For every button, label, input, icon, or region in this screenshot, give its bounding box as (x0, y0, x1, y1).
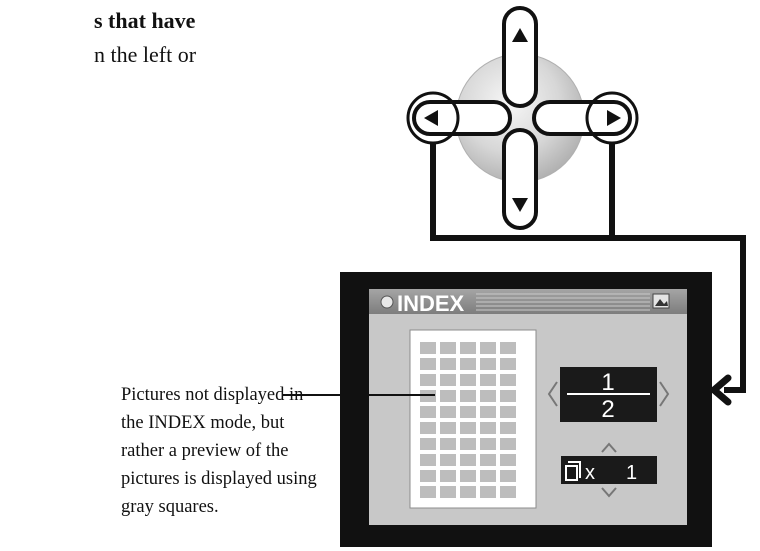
connector-lines (430, 143, 746, 393)
gray-square (500, 342, 516, 354)
mode-dot-icon (380, 295, 394, 309)
gray-square (480, 438, 496, 450)
gray-square (480, 390, 496, 402)
gray-square (420, 486, 436, 498)
lcd-screen: INDEX 1 2 x 1 (340, 272, 712, 547)
intro-line-2: n the left or (94, 42, 197, 67)
down-arm (502, 128, 538, 230)
gray-square (500, 486, 516, 498)
gray-square (440, 390, 456, 402)
intro-text: s that have n the left or (94, 4, 196, 72)
gray-square (460, 342, 476, 354)
caption-line-3: rather a preview of the (121, 441, 289, 461)
gray-square (460, 390, 476, 402)
gray-square (480, 454, 496, 466)
gray-square (460, 486, 476, 498)
gray-square (440, 438, 456, 450)
gray-square (500, 438, 516, 450)
gray-square (480, 486, 496, 498)
gray-square (420, 374, 436, 386)
caption-line-5: gray squares. (121, 497, 219, 517)
gray-square (440, 406, 456, 418)
caption-line-1: Pictures not displayed in (121, 385, 304, 405)
gray-square (440, 358, 456, 370)
gray-square (420, 342, 436, 354)
image-mode-icon (652, 293, 670, 309)
gray-square (440, 486, 456, 498)
gray-square (460, 406, 476, 418)
gray-square (500, 454, 516, 466)
caption-text: Pictures not displayed in the INDEX mode… (121, 381, 336, 521)
gray-square (500, 422, 516, 434)
gray-square-grid (420, 342, 516, 498)
caption-line-4: pictures is displayed using (121, 469, 317, 489)
counter-right-chevron-icon (659, 381, 670, 407)
bold-return-arrow-icon (710, 374, 732, 406)
frame-counter: 1 2 (547, 367, 670, 423)
copies-icon (565, 461, 581, 481)
caption-line-2: the INDEX mode, but (121, 413, 285, 433)
quantity-label: x (585, 462, 595, 484)
gray-square (460, 438, 476, 450)
intro-line-1: s that have (94, 8, 196, 33)
down-arrow-icon (512, 198, 528, 212)
left-arrow-icon (424, 110, 438, 126)
gray-square (480, 358, 496, 370)
gray-square (500, 374, 516, 386)
gray-square (420, 438, 436, 450)
up-arm (502, 6, 538, 108)
mode-title: INDEX (397, 291, 465, 316)
gray-square (420, 358, 436, 370)
gray-square (420, 406, 436, 418)
quantity-up-chevron-icon (601, 442, 617, 453)
gray-square (420, 470, 436, 482)
gray-square (480, 342, 496, 354)
right-arm (532, 100, 632, 136)
gray-square (440, 374, 456, 386)
gray-square (460, 422, 476, 434)
gray-square (460, 358, 476, 370)
right-arrow-icon (607, 110, 621, 126)
gray-square (420, 454, 436, 466)
gray-square (460, 470, 476, 482)
gray-square (480, 406, 496, 418)
gray-square (440, 422, 456, 434)
gray-square (420, 422, 436, 434)
gray-square (480, 470, 496, 482)
gray-square (440, 470, 456, 482)
gray-square (500, 406, 516, 418)
gray-square (500, 390, 516, 402)
gray-square (460, 454, 476, 466)
gray-square (480, 422, 496, 434)
counter-top: 1 (601, 369, 614, 396)
gray-square (500, 470, 516, 482)
counter-left-chevron-icon (547, 381, 558, 407)
gray-square (460, 374, 476, 386)
print-quantity: x 1 (561, 442, 657, 498)
gray-square (440, 454, 456, 466)
quantity-down-chevron-icon (601, 487, 617, 498)
counter-bottom: 2 (601, 396, 614, 423)
gray-square (440, 342, 456, 354)
quantity-value: 1 (626, 462, 637, 484)
up-arrow-icon (512, 28, 528, 42)
gray-square (500, 358, 516, 370)
dpad-icon (406, 6, 639, 230)
gray-square (480, 374, 496, 386)
